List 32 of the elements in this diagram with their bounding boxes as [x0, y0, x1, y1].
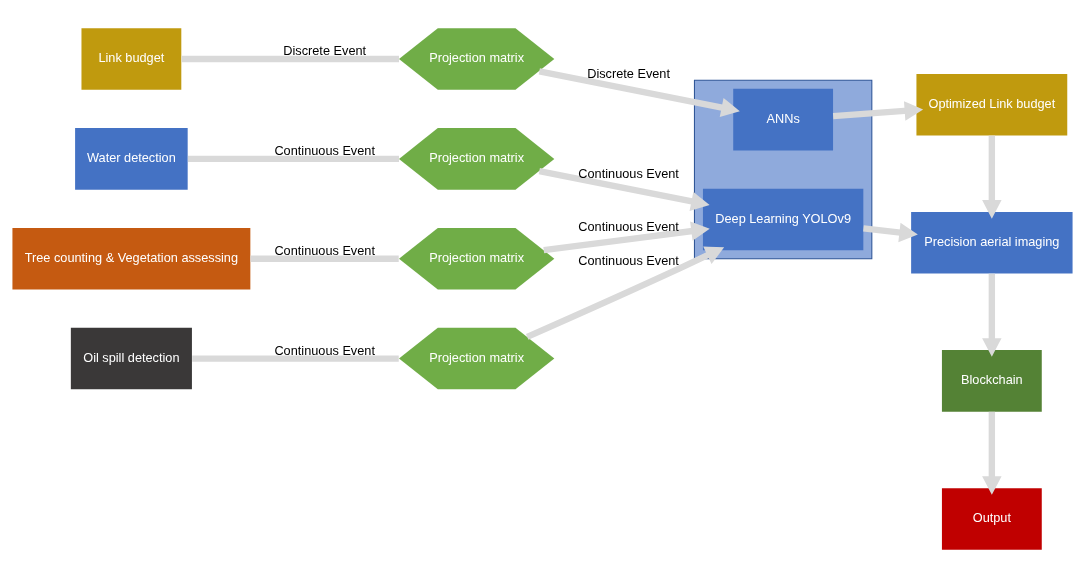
- node-box: Tree counting & Vegetation assessing: [12, 227, 251, 290]
- arrow: [863, 222, 918, 242]
- node-box: Water detection: [75, 127, 188, 190]
- arrow: [538, 167, 710, 211]
- edge-label: Continuous Event: [274, 242, 375, 258]
- node-box: Blockchain: [941, 349, 1042, 412]
- edge-label: Continuous Event: [578, 218, 679, 234]
- cluster: [693, 79, 873, 259]
- node-box: Oil spill detection: [70, 327, 192, 389]
- arrow: [982, 135, 1002, 219]
- node-box: ANNs: [733, 88, 834, 150]
- node-box: Output: [941, 487, 1042, 550]
- edge-label: Continuous Event: [274, 342, 375, 358]
- connector: [192, 354, 399, 362]
- node-box: Deep Learning YOLOv9: [702, 188, 864, 250]
- edge-label: Continuous Event: [578, 252, 679, 268]
- node-box: Link budget: [81, 27, 182, 90]
- arrow: [525, 246, 725, 340]
- connector: [187, 155, 399, 162]
- arrow: [543, 221, 710, 253]
- arrow: [982, 273, 1002, 357]
- node-box: Optimized Link budget: [916, 73, 1068, 135]
- arrow: [982, 411, 1002, 495]
- edge-label: Continuous Event: [578, 165, 679, 181]
- node-box: Precision aerial imaging: [911, 211, 1073, 274]
- arrow: [832, 100, 924, 121]
- connector: [181, 55, 399, 62]
- edge-label: Continuous Event: [274, 142, 375, 158]
- arrow: [538, 67, 740, 117]
- edge-label: Discrete Event: [587, 65, 671, 81]
- edge-label: Discrete Event: [283, 42, 367, 58]
- connector: [250, 255, 399, 262]
